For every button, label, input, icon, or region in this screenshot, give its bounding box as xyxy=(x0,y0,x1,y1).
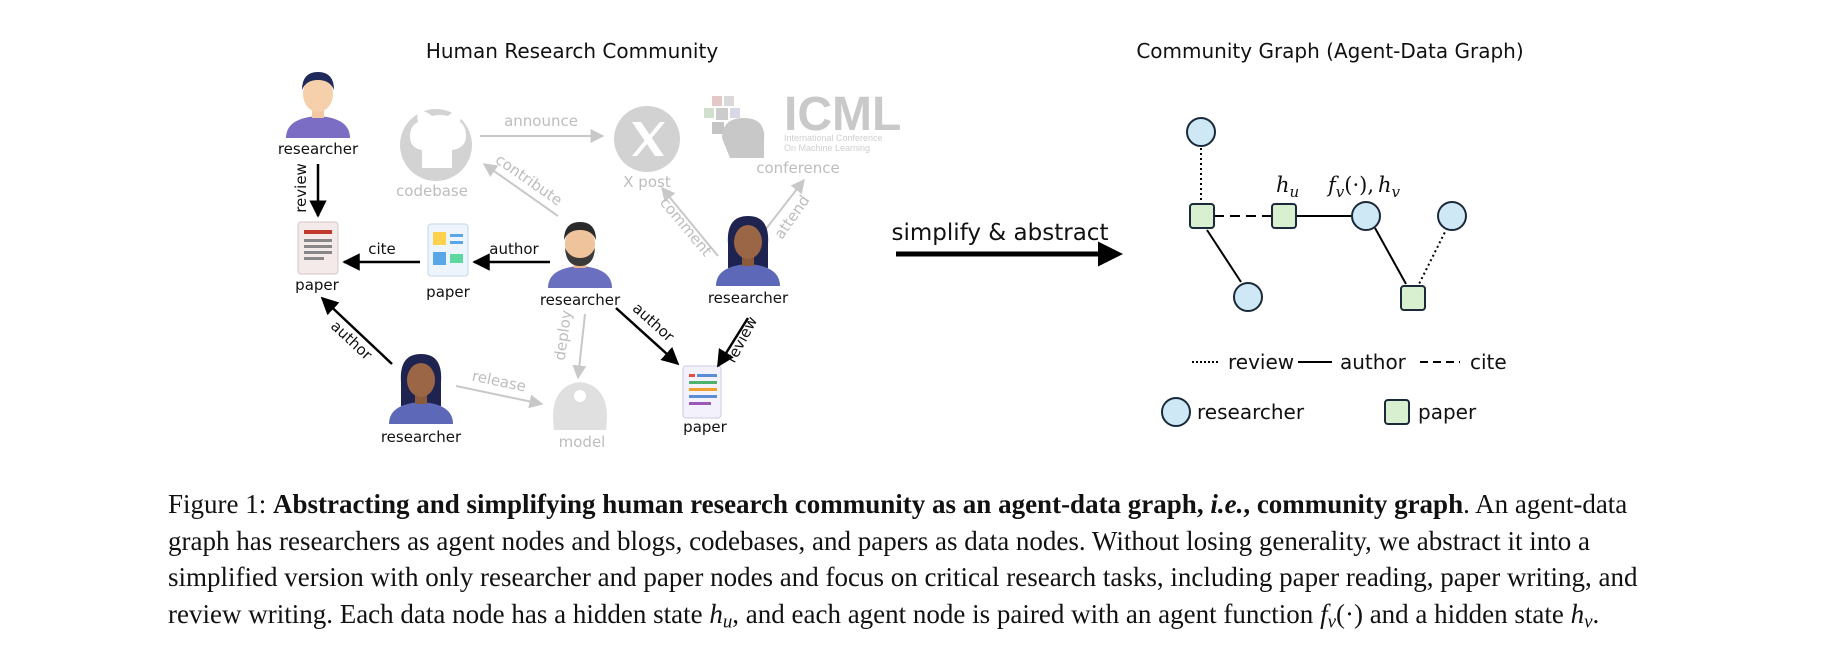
x-post-icon xyxy=(614,106,680,172)
legend-researcher-marker xyxy=(1161,397,1191,427)
model-icon xyxy=(553,382,607,430)
icml-subtitle-2: On Machine Learning xyxy=(784,143,870,153)
paper-icon-bottom xyxy=(682,365,722,419)
paper-label-left: paper xyxy=(295,276,339,294)
researcher-node xyxy=(1437,201,1467,231)
legend-paper-marker xyxy=(1384,399,1410,425)
paper-label-middle: paper xyxy=(426,283,470,301)
icml-subtitle-1: International Conference xyxy=(784,133,883,143)
caption-label: Figure 1: xyxy=(168,489,267,519)
figure-caption: Figure 1: Abstracting and simplifying hu… xyxy=(168,486,1648,632)
researcher-label-bottom: researcher xyxy=(381,428,462,446)
legend-researcher-label: researcher xyxy=(1197,400,1305,424)
edge-attend-label: attend xyxy=(770,192,813,243)
researcher-node xyxy=(1233,282,1263,312)
icml-logo: ICML International Conference On Machine… xyxy=(704,88,901,158)
model-label: model xyxy=(559,433,606,451)
icml-wordmark: ICML xyxy=(784,88,901,141)
paper-icon-left xyxy=(297,221,339,275)
graph-edge-review-2 xyxy=(1418,227,1448,285)
edge-review-right-label: review xyxy=(722,314,761,366)
simplify-abstract-label: simplify & abstract xyxy=(892,220,1109,246)
researcher-avatar-right xyxy=(716,216,780,286)
hidden-state-hu-label: hu xyxy=(1276,173,1299,201)
edge-cite-label: cite xyxy=(368,240,396,258)
caption-math-paren: (·) xyxy=(1335,598,1363,629)
edge-attend xyxy=(761,178,805,235)
edge-deploy-label: deploy xyxy=(551,309,576,362)
edge-author-middle-label: author xyxy=(489,240,539,258)
edge-deploy xyxy=(572,313,587,380)
caption-text-1: . An agent-data graph has researchers as… xyxy=(168,489,1638,629)
agent-function-label: fv(·),hv xyxy=(1326,173,1401,201)
edge-author-center-label: author xyxy=(629,299,678,346)
paper-icon-middle xyxy=(427,223,469,277)
edge-announce-label: announce xyxy=(504,112,578,130)
edge-contribute xyxy=(482,163,559,217)
codebase-icon xyxy=(400,109,472,181)
legend-paper-label: paper xyxy=(1418,400,1477,424)
caption-math-hu: hu xyxy=(709,598,733,633)
right-panel-title: Community Graph (Agent-Data Graph) xyxy=(1136,39,1523,63)
edge-review-left-label: review xyxy=(292,163,310,213)
paper-node xyxy=(1400,285,1426,311)
edge-comment-label: comment xyxy=(656,194,716,260)
researcher-avatar-bottom xyxy=(389,354,453,424)
paper-node xyxy=(1271,203,1297,229)
edge-contribute-label: contribute xyxy=(492,150,566,209)
conference-label: conference xyxy=(756,159,840,177)
researcher-avatar-center xyxy=(548,222,612,288)
legend-author-label: author xyxy=(1340,350,1407,374)
legend-cite-label: cite xyxy=(1470,350,1507,374)
figure-illustration: Human Research Community codebase X post… xyxy=(278,39,1524,451)
graph-edge-author-2 xyxy=(1206,229,1242,283)
codebase-label: codebase xyxy=(396,182,468,200)
edge-comment xyxy=(661,186,719,257)
researcher-node xyxy=(1186,117,1216,147)
researcher-node xyxy=(1351,201,1381,231)
left-panel-title: Human Research Community xyxy=(426,39,718,63)
caption-text-3: and a hidden state xyxy=(1369,598,1564,629)
legend-review-label: review xyxy=(1228,350,1294,374)
caption-text-2: , and each agent node is paired with an … xyxy=(732,598,1314,629)
caption-math-hv: hv xyxy=(1570,598,1593,633)
researcher-label-top-left: researcher xyxy=(278,140,359,158)
caption-end: . xyxy=(1592,598,1600,629)
caption-math-fv: fv xyxy=(1320,598,1336,633)
edge-author-bottom-left xyxy=(320,296,393,365)
researcher-label-right: researcher xyxy=(708,289,789,307)
paper-label-bottom: paper xyxy=(683,418,727,436)
edge-release xyxy=(455,385,544,409)
caption-bold-title: Abstracting and simplifying human resear… xyxy=(273,489,1464,519)
x-post-label: X post xyxy=(623,173,671,191)
edge-review-right xyxy=(716,317,750,368)
researcher-avatar-top-left xyxy=(286,72,350,138)
paper-node xyxy=(1189,203,1215,229)
edge-author-center xyxy=(615,307,680,366)
graph-edge-author-3 xyxy=(1374,227,1407,285)
researcher-label-center: researcher xyxy=(540,291,621,309)
